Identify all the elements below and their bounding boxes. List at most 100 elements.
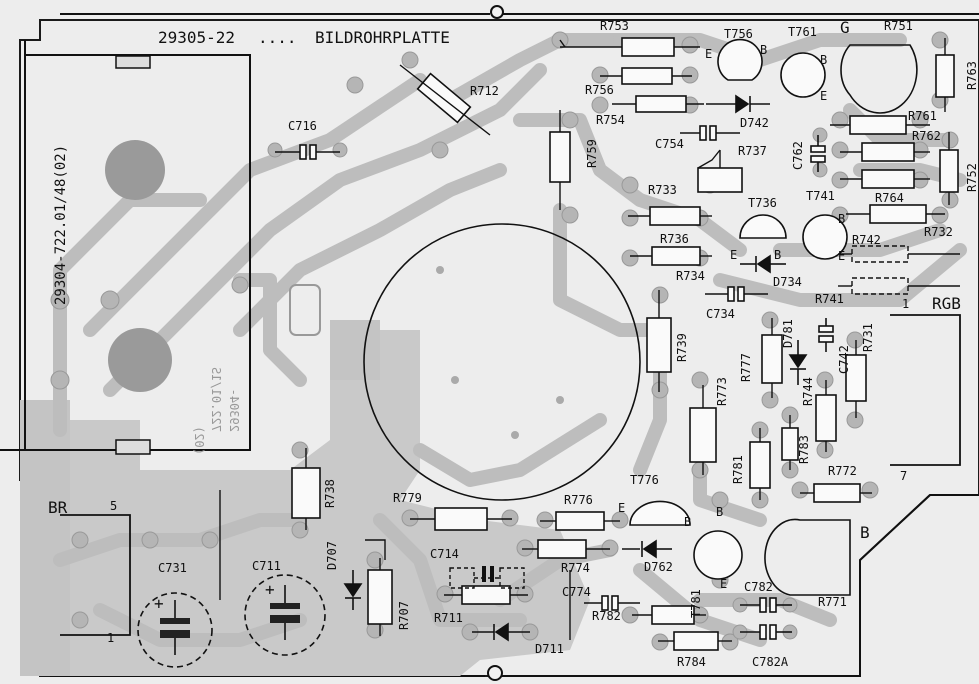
label-r734: R734 [676, 269, 705, 283]
label-r737: R737 [738, 144, 767, 158]
label-r707: R707 [397, 601, 411, 630]
label-c714: C714 [430, 547, 459, 561]
solder-pads [50, 31, 959, 651]
label-r776: R776 [564, 493, 593, 507]
pin-e-t736: E [730, 248, 738, 262]
label-r783: R783 [797, 435, 811, 464]
label-r739: R739 [675, 333, 689, 362]
pin-b-t761: B [820, 53, 828, 67]
label-d734: D734 [773, 275, 802, 289]
resistor-bodies [291, 37, 959, 651]
pin-b-t776: B [684, 515, 692, 529]
label-r777: R777 [739, 353, 753, 382]
label-r751: R751 [884, 19, 913, 33]
label-t741: T741 [806, 189, 835, 203]
label-r744: R744 [801, 377, 815, 406]
diode-symbols [343, 94, 808, 642]
label-t781: T781 [689, 589, 703, 618]
pin-e-t756: E [705, 47, 713, 61]
label-c716: C716 [288, 119, 317, 133]
label-c742: C742 [837, 345, 851, 374]
plus-c711: + [265, 580, 275, 599]
label-r741: R741 [815, 292, 844, 306]
pin-b-t756: B [760, 43, 768, 57]
label-r754: R754 [596, 113, 625, 127]
label-c731: C731 [158, 561, 187, 575]
plus-c731: + [154, 594, 164, 613]
connector-br-outline [60, 514, 131, 636]
mirrored-text-3: 29304- [227, 388, 241, 432]
label-r773: R773 [715, 377, 729, 406]
label-c711: C711 [252, 559, 281, 573]
label-d742: D742 [740, 116, 769, 130]
label-c762: C762 [791, 141, 805, 170]
connector-rgb-pin7: 7 [900, 469, 908, 483]
module-tab-top [115, 55, 151, 69]
label-r733: R733 [648, 183, 677, 197]
c714-dashed [449, 567, 525, 589]
label-r774: R774 [561, 561, 590, 575]
label-r779: R779 [393, 491, 422, 505]
label-c754: C754 [655, 137, 684, 151]
label-r771: R771 [818, 595, 847, 609]
label-r756: R756 [585, 83, 614, 97]
label-r762: R762 [912, 129, 941, 143]
pin-e-t776: E [618, 501, 626, 515]
label-r732: R732 [924, 225, 953, 239]
connector-g-label: G [840, 18, 850, 37]
pin-b-t781: B [716, 505, 724, 519]
connector-rgb-outline [890, 314, 961, 466]
label-r753: R753 [600, 19, 629, 33]
label-t756: T756 [724, 27, 753, 41]
electrolytic-caps [137, 574, 326, 668]
pin-e-t781: E [720, 577, 728, 591]
capacitor-symbols [275, 125, 834, 640]
label-r738: R738 [323, 479, 337, 508]
label-r772: R772 [828, 464, 857, 478]
pin-b-t736: B [774, 248, 782, 262]
connector-br-label: BR [48, 498, 68, 517]
label-d762: D762 [644, 560, 673, 574]
mirrored-text-1: (02) [192, 426, 206, 455]
label-r761: R761 [908, 109, 937, 123]
pin-e-t761: E [820, 89, 828, 103]
label-r711: R711 [434, 611, 463, 625]
label-t776: T776 [630, 473, 659, 487]
label-c782: C782 [744, 580, 773, 594]
board-title-dots: .... [258, 28, 297, 47]
label-t736: T736 [748, 196, 777, 210]
label-r781: R781 [731, 455, 745, 484]
module-tab-bottom [115, 439, 151, 455]
label-r736: R736 [660, 232, 689, 246]
connector-rgb-pin1: 1 [902, 297, 910, 311]
label-r784: R784 [677, 655, 706, 669]
connector-b-label: B [860, 523, 870, 542]
label-d781: D781 [781, 319, 795, 348]
label-r731: R731 [861, 323, 875, 352]
pin-e-t741: E [838, 249, 846, 263]
connector-br-pin1: 1 [107, 631, 115, 645]
label-t761: T761 [788, 25, 817, 39]
label-r752: R752 [965, 163, 979, 192]
label-r759: R759 [585, 139, 599, 168]
label-r763: R763 [965, 61, 979, 90]
label-c734: C734 [706, 307, 735, 321]
label-r742: R742 [852, 233, 881, 247]
transistor-bodies [629, 38, 918, 596]
label-r782: R782 [592, 609, 621, 623]
connector-rgb-label: RGB [932, 294, 961, 313]
label-c782a: C782A [752, 655, 789, 669]
label-d711: D711 [535, 642, 564, 656]
label-r764: R764 [875, 191, 904, 205]
crt-neck-circle [363, 223, 641, 501]
label-d707: D707 [325, 541, 339, 570]
module-id: 29304-722.01/48(02) [53, 144, 69, 305]
pin-b-t741: B [838, 212, 846, 226]
board-title-code: 29305-22 [158, 28, 236, 47]
mirrored-text-2: 722.01/1S [209, 366, 223, 432]
label-c774: C774 [562, 585, 591, 599]
module-hole-top [105, 140, 165, 200]
module-hole-bottom [108, 328, 172, 392]
label-r712: R712 [470, 84, 499, 98]
